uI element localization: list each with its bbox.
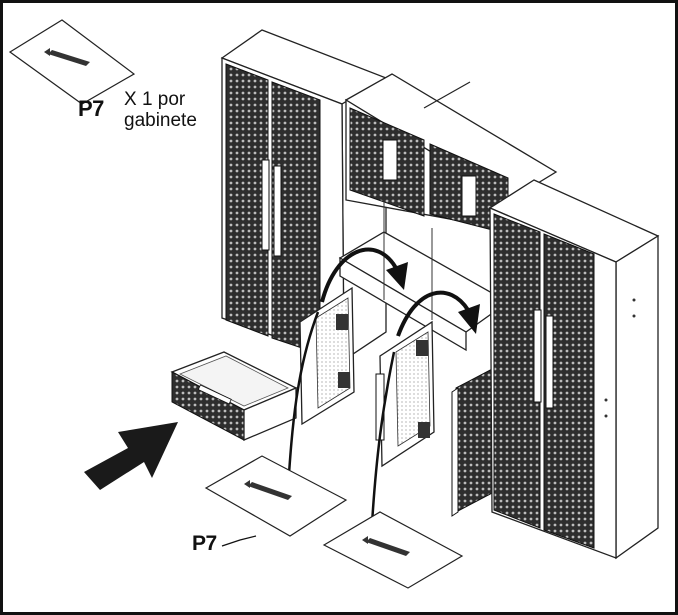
p7-callout-line	[221, 535, 257, 547]
slide-panel-middle	[375, 320, 435, 468]
quantity-line-1: X 1 por	[124, 89, 186, 110]
insertion-arrow-icon	[84, 422, 178, 490]
part-sheet-icon	[204, 455, 348, 537]
part-sheet-icon	[8, 19, 136, 105]
right-tall-cabinet	[488, 179, 660, 560]
curved-arrow-icon	[320, 247, 480, 337]
lead-line-left	[286, 311, 320, 489]
part-code-top: P7	[78, 96, 104, 121]
quantity-note: X 1 por gabinete	[124, 89, 197, 131]
open-drawer-right	[451, 365, 499, 517]
wall-cabinets	[344, 73, 558, 235]
part-code-bottom: P7	[192, 532, 217, 555]
loose-drawer	[170, 351, 298, 441]
quantity-line-2: gabinete	[124, 110, 197, 131]
lead-line-right	[370, 351, 396, 525]
part-sheet-icon	[322, 511, 464, 589]
